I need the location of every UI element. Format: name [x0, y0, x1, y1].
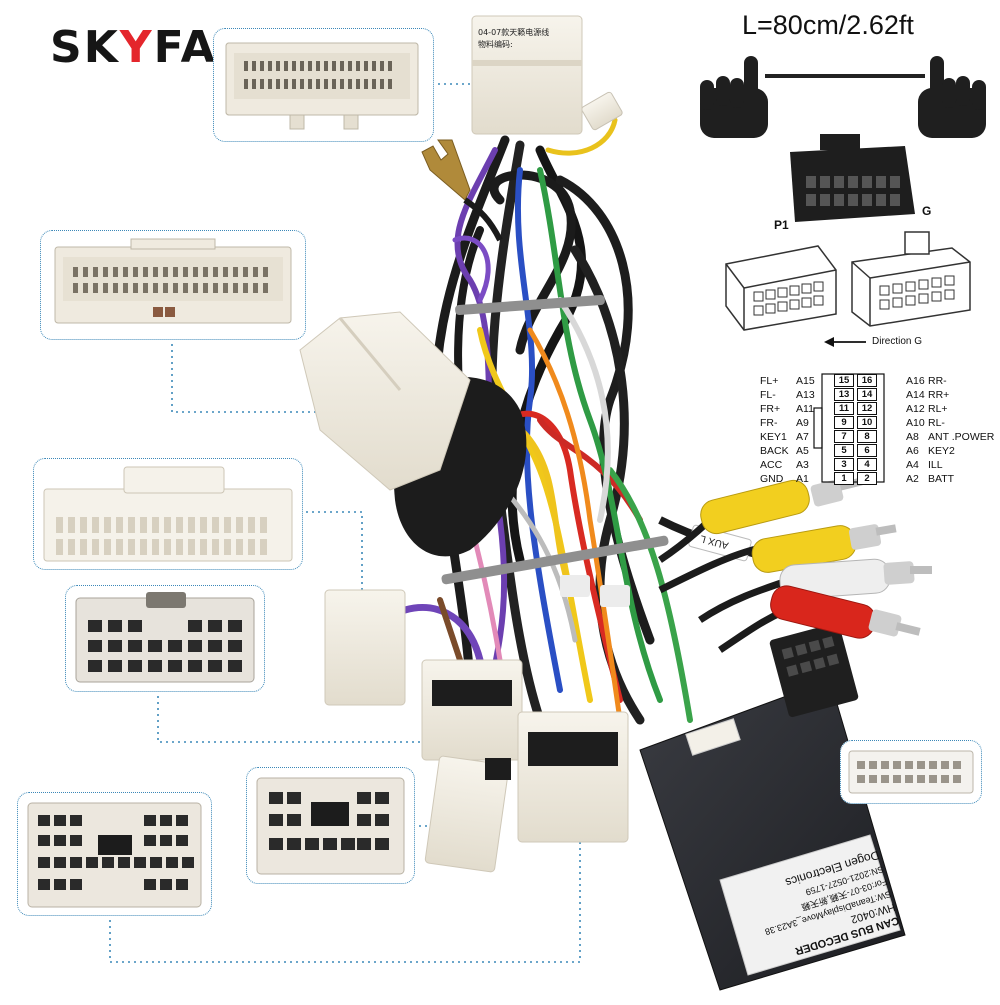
pin-signal: ANT .POWER [928, 431, 995, 443]
pin-id: A2 [906, 473, 919, 485]
pin-number: 1 [834, 472, 854, 485]
left-hand-icon [700, 56, 768, 138]
pin-signal: KEY2 [928, 445, 955, 457]
connector-closeup-1 [225, 42, 419, 130]
p1-label: P1 [774, 218, 789, 232]
pin-number: 14 [857, 388, 877, 401]
black-16pin-connector-icon [790, 134, 915, 222]
g-connector-sketch [851, 231, 971, 327]
connector-closeup-7 [848, 750, 974, 794]
pin-signal: RL+ [928, 403, 948, 415]
pin-signal: ACC [760, 459, 783, 471]
pin-id: A6 [906, 445, 919, 457]
rca-yellow-2 [751, 524, 897, 573]
rca-red [770, 585, 921, 639]
pin-id: A10 [906, 417, 925, 429]
pin-signal: GND [760, 473, 784, 485]
rca-plugs [658, 477, 932, 653]
pin-number: 5 [834, 444, 854, 457]
pin-id: A16 [906, 375, 925, 387]
pin-number: 11 [834, 402, 854, 415]
top-power-connector [471, 15, 583, 135]
pin-number: 3 [834, 458, 854, 471]
pin-id: A15 [796, 375, 815, 387]
callout-connector-3 [33, 458, 303, 570]
pin-number: 15 [834, 374, 854, 387]
p1-connector-sketch [725, 245, 837, 331]
callout-connector-2 [40, 230, 306, 340]
pin-number: 10 [857, 416, 877, 429]
callout-connector-1 [213, 28, 434, 142]
pin-id: A4 [906, 459, 919, 471]
pin-id: A1 [796, 473, 809, 485]
pin-id: A7 [796, 431, 809, 443]
brand-part1: SK [50, 22, 120, 73]
top-connector-sticker-line1: 04-07款天籁电源线 [478, 28, 550, 37]
connector-closeup-4 [75, 592, 255, 683]
pin-signal: BATT [928, 473, 955, 485]
pin-signal: RR+ [928, 389, 950, 401]
pin-number: 2 [857, 472, 877, 485]
pin-number: 7 [834, 430, 854, 443]
g-label: G [922, 204, 932, 218]
pin-id: A11 [796, 403, 814, 415]
pin-id: A13 [796, 389, 815, 401]
pin-number: 16 [857, 374, 877, 387]
pin-number: 4 [857, 458, 877, 471]
top-connector-sticker-line2: 物料编码: [478, 40, 513, 49]
pin-id: A9 [796, 417, 809, 429]
pin-signal: RL- [928, 417, 945, 429]
pin-signal: RR- [928, 375, 947, 387]
pin-number: 9 [834, 416, 854, 429]
pin-id: A14 [906, 389, 925, 401]
white-connector-left [299, 311, 471, 491]
spade-terminal [421, 139, 503, 242]
pin-id: A12 [906, 403, 925, 415]
pinout-table: FL+ A15 15 FL- A13 13 FR+ A11 11 FR- A9 … [756, 372, 996, 487]
callout-connector-7 [840, 740, 982, 804]
pin-id: A8 [906, 431, 919, 443]
connector-closeup-5 [256, 777, 405, 875]
can-bus-decoder-box [639, 679, 906, 991]
length-indicator [700, 56, 986, 138]
zip-ties [441, 295, 669, 607]
callout-connector-6 [17, 792, 212, 916]
callout-connector-4 [65, 585, 265, 692]
direction-label: Direction G [872, 336, 923, 347]
connector-closeup-3 [43, 466, 293, 562]
white-connector-black-tab-2 [517, 711, 629, 843]
rca-white [779, 558, 932, 600]
pin-number: 8 [857, 430, 877, 443]
cable-length-label: L=80cm/2.62ft [742, 10, 914, 40]
white-connector-black-tab-1 [421, 659, 523, 761]
pin-signal: FL- [760, 389, 776, 401]
pin-signal: FL+ [760, 375, 779, 387]
white-connector-small-bottom [424, 755, 511, 873]
pin-number: 12 [857, 402, 877, 415]
direction-arrow-icon [824, 337, 866, 347]
small-white-plug [581, 91, 623, 131]
connector-closeup-6 [27, 802, 202, 908]
pin-signal: KEY1 [760, 431, 787, 443]
pin-id: A3 [796, 459, 809, 471]
pin-signal: FR- [760, 417, 778, 429]
pin-signal: BACK [760, 445, 789, 457]
pin-number: 13 [834, 388, 854, 401]
pin-signal: FR+ [760, 403, 781, 415]
pin-number: 6 [857, 444, 877, 457]
brand-accent: Y [119, 22, 154, 73]
right-hand-icon [918, 56, 986, 138]
pin-signal: ILL [928, 459, 943, 471]
wire-bundle [401, 117, 693, 725]
white-connector-mid [324, 589, 406, 706]
callout-connector-5 [246, 767, 415, 884]
pin-id: A5 [796, 445, 809, 457]
connector-closeup-2 [54, 238, 292, 324]
iso-plug-16pin [769, 622, 859, 718]
